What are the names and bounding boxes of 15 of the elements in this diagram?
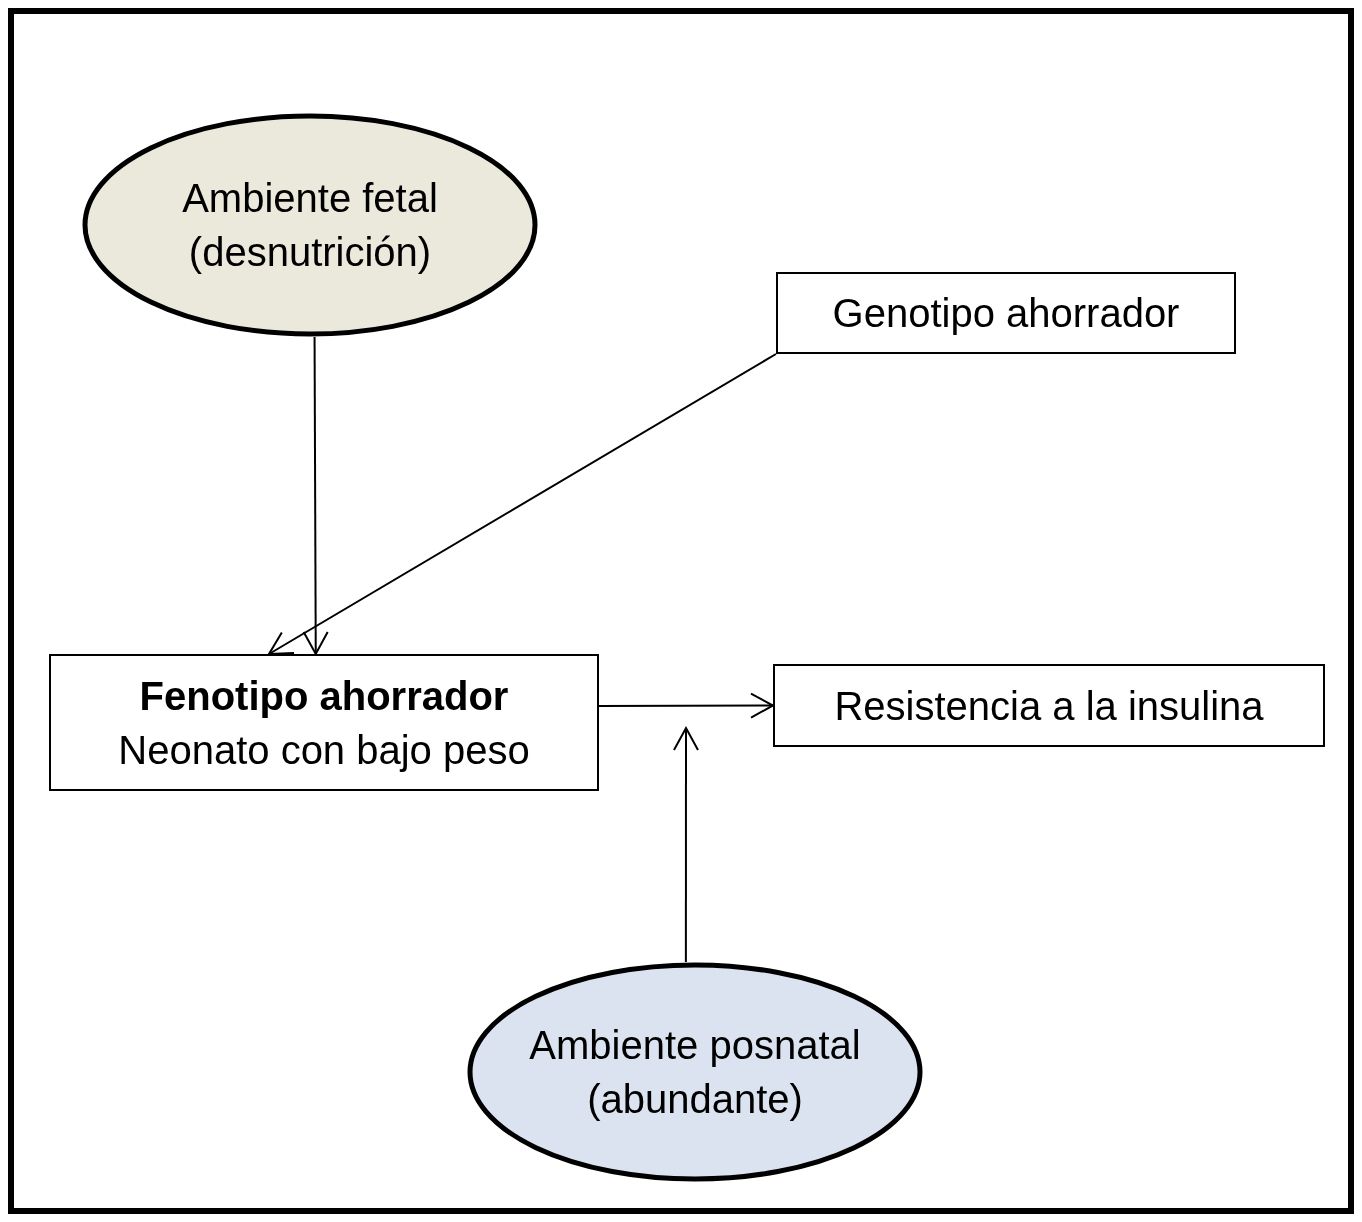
arrow	[673, 727, 699, 963]
node-label: Neonato con bajo peso	[118, 726, 530, 774]
node-label: Ambiente fetal (desnutrición)	[181, 175, 439, 276]
arrow	[302, 336, 329, 655]
arrow	[268, 353, 777, 655]
node-label: Ambiente posnatal (abundante)	[528, 1022, 862, 1123]
node-label: Genotipo ahorrador	[832, 290, 1180, 337]
node-label: Resistencia a la insulina	[834, 682, 1264, 730]
node-heading: Fenotipo ahorrador	[139, 672, 509, 720]
arrow	[598, 692, 774, 719]
process-box	[776, 272, 1236, 354]
oval-node	[82, 113, 538, 337]
oval-node	[467, 962, 923, 1182]
process-box	[773, 664, 1325, 747]
process-box	[49, 654, 599, 791]
